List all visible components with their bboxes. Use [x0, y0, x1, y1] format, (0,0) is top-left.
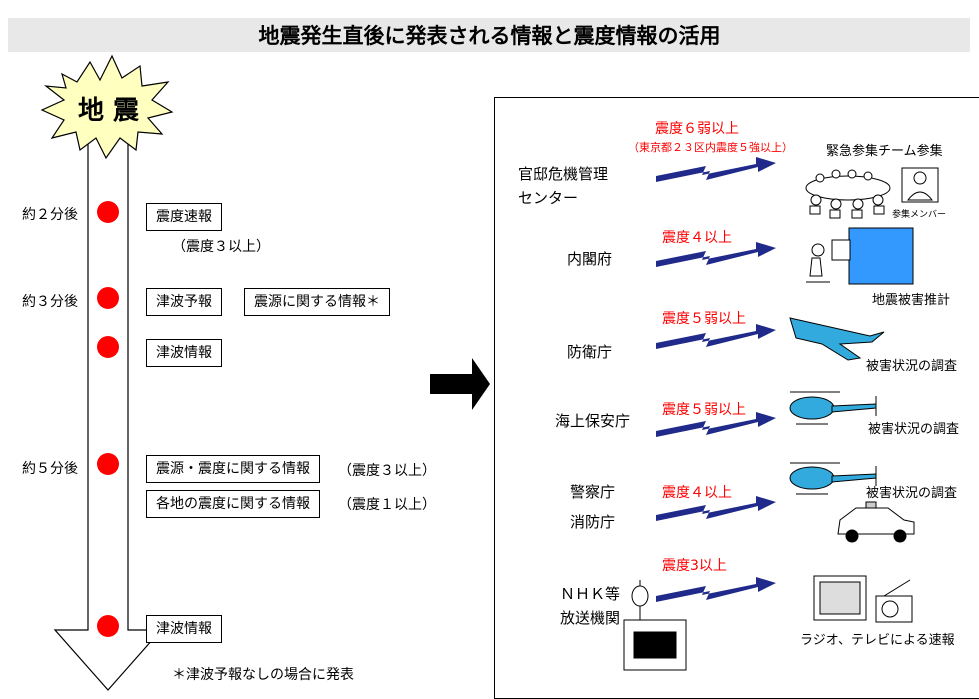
box-tsunami-yoho: 津波予報: [146, 288, 222, 316]
box-kakuchi-shindo: 各地の震度に関する情報: [146, 490, 320, 518]
timeline-graphics: [40, 54, 490, 691]
result-kantei-sub: 参集メンバー: [892, 210, 947, 220]
page-title: 地震発生直後に発表される情報と震度情報の活用: [258, 24, 721, 48]
agency-kaijo-hoancho: 海上保安庁: [555, 409, 630, 433]
box-tsunami-joho-1: 津波情報: [146, 339, 222, 367]
meeting-table-icon: [805, 169, 891, 219]
agency-boeicho: 防衛庁: [567, 340, 612, 364]
agency-name-line: 放送機関: [560, 609, 621, 627]
broadcast-station-icon: [623, 580, 687, 671]
agency-name-line: ＮＨＫ等: [560, 585, 621, 603]
agency-name-line: 海上保安庁: [555, 412, 631, 430]
agency-nhk: ＮＨＫ等 放送機関: [560, 582, 620, 630]
box-tsunami-joho-2: 津波情報: [146, 615, 222, 643]
agency-naikakufu: 内閣府: [567, 247, 612, 271]
result-kantei: 緊急参集チーム参集: [826, 144, 943, 159]
agency-kantei: 官邸危機管理 センター: [518, 162, 608, 210]
agency-name-line: 消防庁: [570, 513, 616, 531]
box-shingen-shindo: 震源・震度に関する情報: [146, 455, 320, 483]
time-label-2min: 約２分後: [22, 207, 78, 223]
time-label-5min: 約５分後: [22, 461, 78, 477]
earthquake-burst: [40, 54, 174, 160]
condition-boeicho: 震度５弱以上: [662, 311, 746, 327]
condition-naikakufu: 震度４以上: [662, 230, 732, 246]
agency-name-line: 防衛庁: [567, 343, 613, 361]
time-label-3min: 約３分後: [22, 294, 78, 310]
result-kaijo: 被害状況の調査: [868, 422, 960, 437]
condition-kaijo: 震度５弱以上: [662, 402, 746, 418]
fighter-jet-icon: [789, 317, 885, 361]
signal-arrow-icon: [656, 324, 776, 349]
condition-keisatsu: 震度４以上: [662, 485, 732, 501]
result-keisatsu: 被害状況の調査: [866, 486, 958, 501]
footnote: ＊津波予報なしの場合に発表: [172, 667, 354, 683]
box-shindo-sokuho: 震度速報: [146, 203, 222, 231]
agency-name-line: 内閣府: [567, 250, 613, 268]
signal-arrow-icon: [656, 412, 776, 437]
police-car-icon: [837, 501, 915, 543]
agency-graphics: [623, 157, 939, 671]
condition-kantei-sub: （東京都２３区内震度５強以上）: [628, 141, 793, 154]
condition-kantei: 震度６弱以上: [655, 121, 739, 137]
quake-label: 地 震: [78, 96, 140, 126]
condition-nhk: 震度3以上: [662, 558, 727, 574]
agency-keisatsu-shobo: 警察庁 消防庁: [570, 480, 615, 534]
signal-arrow-icon: [656, 577, 776, 602]
member-portrait-icon: [901, 167, 939, 203]
kakuchi-condition: （震度１以上）: [338, 497, 436, 513]
result-boeicho: 被害状況の調査: [866, 359, 958, 374]
tv-icon: [813, 575, 867, 621]
timeline-arrow: [53, 129, 163, 691]
helicopter-icon: [789, 391, 877, 425]
shingen-shindo-condition: （震度３以上）: [338, 463, 436, 479]
title-bar: [8, 18, 970, 52]
big-arrow-icon: [430, 358, 490, 410]
agency-name-line: 警察庁: [570, 483, 616, 501]
signal-arrow-icon: [656, 496, 776, 521]
event-dot: [97, 615, 119, 637]
event-dot: [97, 336, 119, 358]
box-shingen-info: 震源に関する情報＊: [244, 288, 390, 316]
damage-estimate-screen: [848, 227, 914, 285]
event-dot: [97, 287, 119, 309]
event-dot: [97, 453, 119, 475]
computer-user-icon: [806, 239, 851, 283]
agency-name-line: センター: [518, 189, 579, 207]
radio-icon: [875, 579, 913, 623]
sokuho-condition: （震度３以上）: [172, 239, 270, 255]
result-naikakufu: 地震被害推計: [872, 293, 951, 308]
helicopter-icon: [789, 462, 877, 495]
event-dot: [97, 201, 119, 223]
signal-arrow-icon: [656, 157, 776, 182]
agency-name-line: 官邸危機管理: [518, 165, 609, 183]
signal-arrow-icon: [656, 242, 776, 267]
result-nhk: ラジオ、テレビによる速報: [800, 633, 955, 648]
